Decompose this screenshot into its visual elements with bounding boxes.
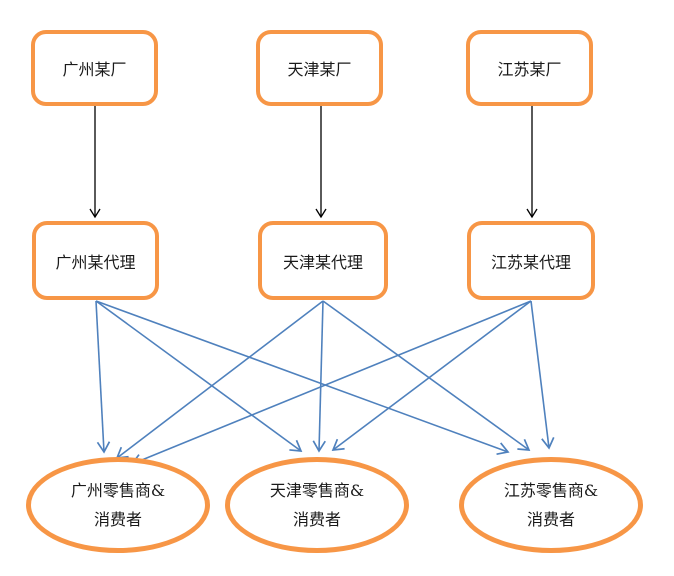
retailer-label-line2: 消费者 <box>93 510 142 529</box>
factory-node-tianjin: 天津某厂 <box>256 30 383 106</box>
agent-to-retailer-arrow <box>95 300 111 454</box>
agent-to-retailer-arrow <box>130 300 532 467</box>
agent-to-retailer-arrow <box>95 300 510 456</box>
retailer-node-tianjin: 天津零售商& 消费者 <box>225 457 409 553</box>
retailer-label-line1: 广州零售商& <box>70 481 166 500</box>
agent-node-tianjin: 天津某代理 <box>258 221 388 300</box>
agent-to-retailer-arrow <box>322 300 531 451</box>
retailer-label-line1: 天津零售商& <box>269 481 365 500</box>
agent-to-retailer-arrow <box>95 300 303 452</box>
retailer-label-line2: 消费者 <box>526 510 575 529</box>
factory-node-guangzhou: 广州某厂 <box>31 30 158 106</box>
factory-label: 天津某厂 <box>287 60 352 79</box>
retailer-label-line2: 消费者 <box>292 510 341 529</box>
retailer-node-guangzhou: 广州零售商& 消费者 <box>26 457 210 553</box>
agent-label: 广州某代理 <box>55 252 136 272</box>
retailer-label-line1: 江苏零售商& <box>503 481 599 500</box>
agent-label: 江苏某代理 <box>490 252 571 272</box>
factory-label: 江苏某厂 <box>497 60 562 79</box>
agent-label: 天津某代理 <box>282 252 363 272</box>
agent-to-retailer-arrow <box>115 300 324 460</box>
agent-to-retailer-arrow <box>331 300 532 451</box>
agent-node-jiangsu: 江苏某代理 <box>467 221 595 300</box>
factory-node-jiangsu: 江苏某厂 <box>466 30 593 106</box>
factory-label: 广州某厂 <box>62 60 127 79</box>
agent-to-retailer-arrow <box>530 300 555 450</box>
retailer-node-jiangsu: 江苏零售商& 消费者 <box>459 457 643 553</box>
agent-node-guangzhou: 广州某代理 <box>32 221 159 300</box>
agent-to-retailer-arrow <box>312 300 326 453</box>
